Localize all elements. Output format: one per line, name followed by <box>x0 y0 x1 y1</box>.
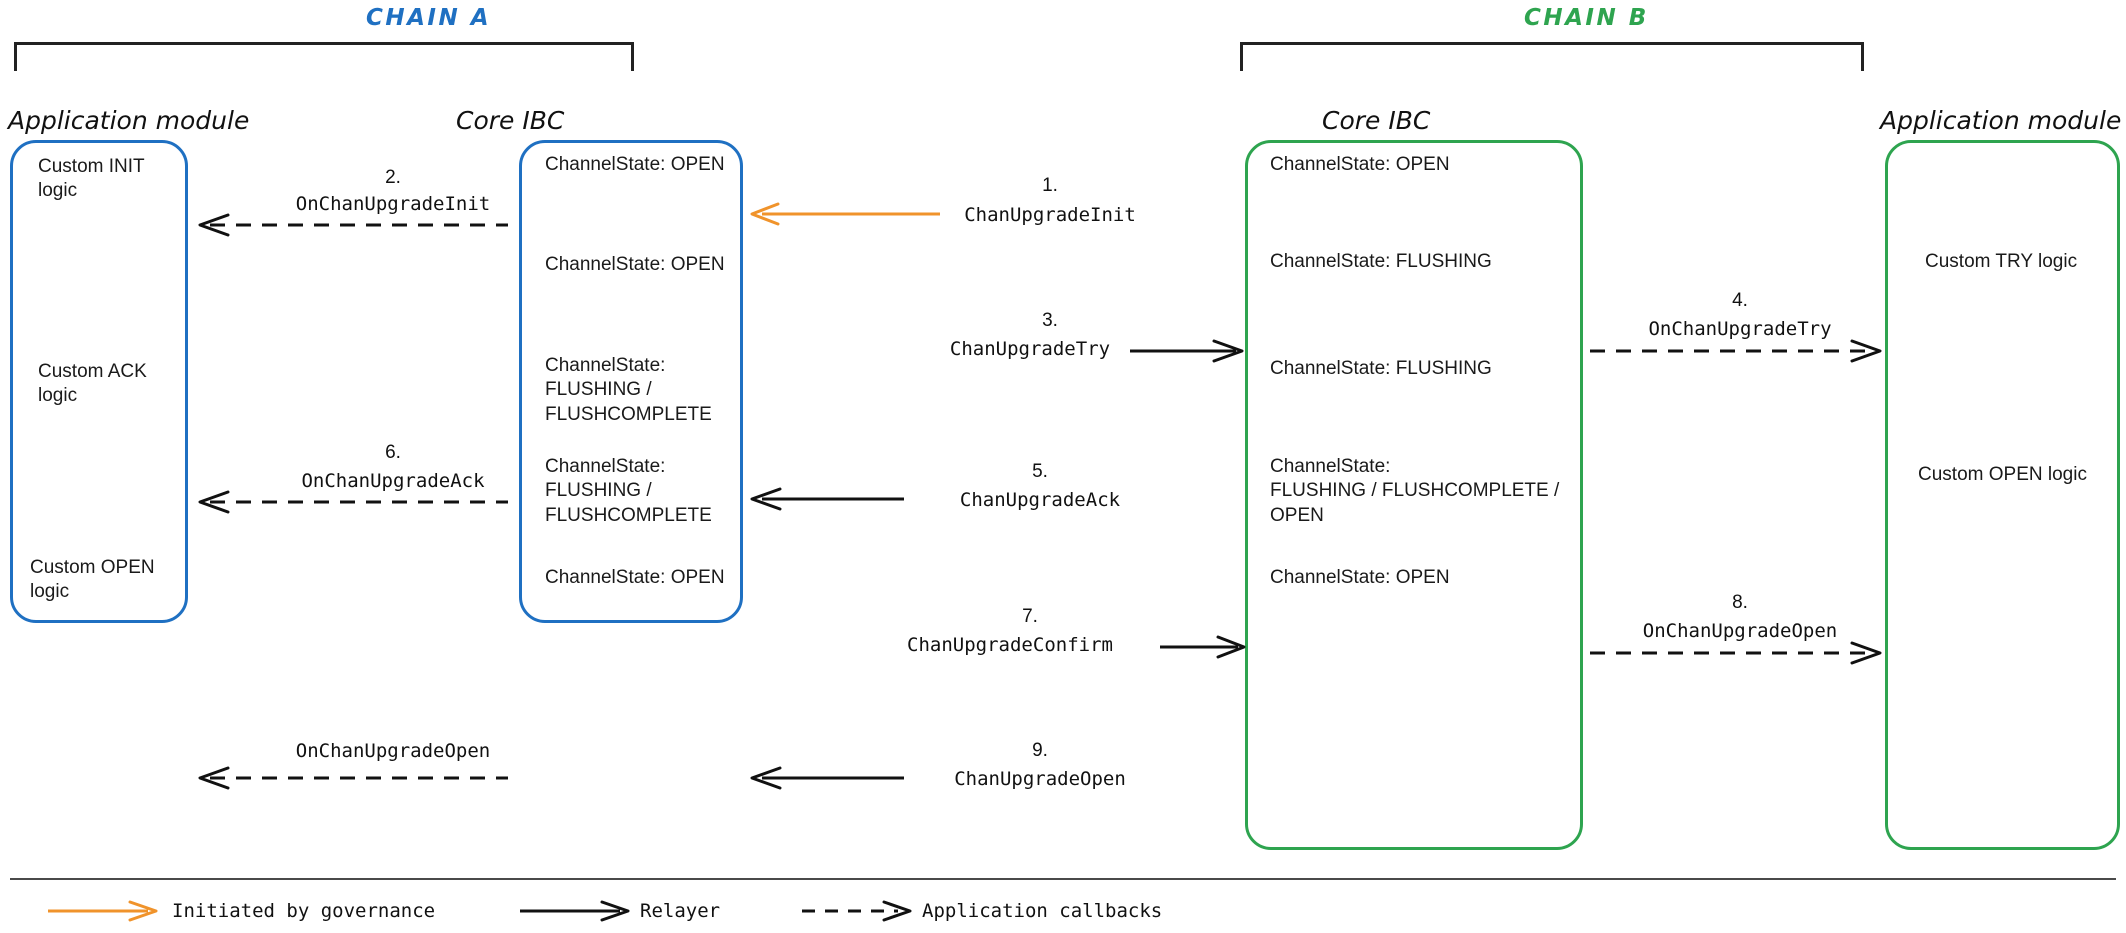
list-item: ChannelState: FLUSHING / FLUSHCOMPLETE <box>545 456 712 526</box>
step-number-3: 3. <box>1042 310 1058 331</box>
message-label-onchanupgradeinit: OnChanUpgradeInit <box>295 193 491 215</box>
chain-a-application-module-lane <box>10 140 188 623</box>
step-number-7: 7. <box>1022 606 1038 627</box>
step-number-6: 6. <box>385 442 401 463</box>
step-number-5: 5. <box>1032 461 1048 482</box>
list-item: ChannelState: FLUSHING <box>1270 358 1492 379</box>
step-number-4: 4. <box>1732 290 1748 311</box>
list-item: Custom OPEN logic <box>30 557 155 603</box>
chain-a-app-caption: Application module <box>8 106 250 135</box>
chain-b-title: CHAIN B <box>1524 5 1649 31</box>
list-item: ChannelState: OPEN <box>545 567 725 588</box>
list-item: Custom INIT logic <box>38 156 145 202</box>
list-item: Custom TRY logic <box>1925 251 2078 272</box>
list-item: ChannelState: OPEN <box>545 154 725 175</box>
list-item: ChannelState: OPEN <box>1270 154 1450 175</box>
arrow-relayer-chanupgradetry <box>1130 339 1244 363</box>
message-label-onchanupgradeopen-a: OnChanUpgradeOpen <box>295 740 491 762</box>
chain-b-bracket <box>1240 42 1864 71</box>
step-number-1: 1. <box>1042 175 1058 196</box>
chain-b-app-caption: Application module <box>1880 106 2122 135</box>
step-number-8: 8. <box>1732 592 1748 613</box>
message-label-onchanupgradetry: OnChanUpgradeTry <box>1648 318 1832 340</box>
legend-label-relayer: Relayer <box>640 900 721 922</box>
message-label-chanupgradeopen: ChanUpgradeOpen <box>954 768 1126 790</box>
message-label-chanupgradeinit: ChanUpgradeInit <box>964 204 1136 226</box>
message-label-onchanupgradeopen-b: OnChanUpgradeOpen <box>1642 620 1838 642</box>
legend-arrow-governance <box>48 900 158 922</box>
chain-a-title: CHAIN A <box>366 5 492 31</box>
chain-b-application-module-lane <box>1885 140 2120 850</box>
legend-arrow-callback <box>802 900 912 922</box>
legend-divider <box>10 878 2116 880</box>
list-item: ChannelState: OPEN <box>545 254 725 275</box>
list-item: ChannelState: OPEN <box>1270 567 1450 588</box>
list-item: Custom ACK logic <box>38 361 147 407</box>
legend-label-callback: Application callbacks <box>922 900 1163 922</box>
arrow-relayer-chanupgradeack <box>744 487 904 511</box>
arrow-callback-onchanupgradeopen-b <box>1590 641 1886 665</box>
arrow-callback-onchanupgradeinit <box>188 213 508 237</box>
message-label-chanupgradeconfirm: ChanUpgradeConfirm <box>907 634 1113 656</box>
arrow-callback-onchanupgradeack <box>188 490 508 514</box>
chain-a-core-caption: Core IBC <box>456 106 565 135</box>
arrow-relayer-chanupgradeopen <box>744 766 904 790</box>
chain-a-core-ibc-lane <box>519 140 743 623</box>
list-item: ChannelState: FLUSHING / FLUSHCOMPLETE <box>545 355 712 425</box>
arrow-callback-onchanupgradetry <box>1590 339 1886 363</box>
chain-a-bracket <box>14 42 634 71</box>
message-label-chanupgradeack: ChanUpgradeAck <box>959 489 1121 511</box>
arrow-governance-chanupgradeinit <box>744 202 940 226</box>
chain-b-core-caption: Core IBC <box>1322 106 1431 135</box>
arrow-callback-onchanupgradeopen-a <box>188 766 508 790</box>
list-item: Custom OPEN logic <box>1918 464 2087 485</box>
arrow-relayer-chanupgradeconfirm <box>1160 635 1246 659</box>
legend-label-governance: Initiated by governance <box>172 900 436 922</box>
message-label-onchanupgradeack: OnChanUpgradeAck <box>301 470 485 492</box>
list-item: ChannelState: FLUSHING / FLUSHCOMPLETE /… <box>1270 456 1560 526</box>
message-label-chanupgradetry: ChanUpgradeTry <box>949 338 1111 360</box>
list-item: ChannelState: FLUSHING <box>1270 251 1492 272</box>
legend-arrow-relayer <box>520 900 630 922</box>
step-number-9: 9. <box>1032 740 1048 761</box>
step-number-2: 2. <box>385 167 401 188</box>
chain-b-core-ibc-lane <box>1245 140 1583 850</box>
